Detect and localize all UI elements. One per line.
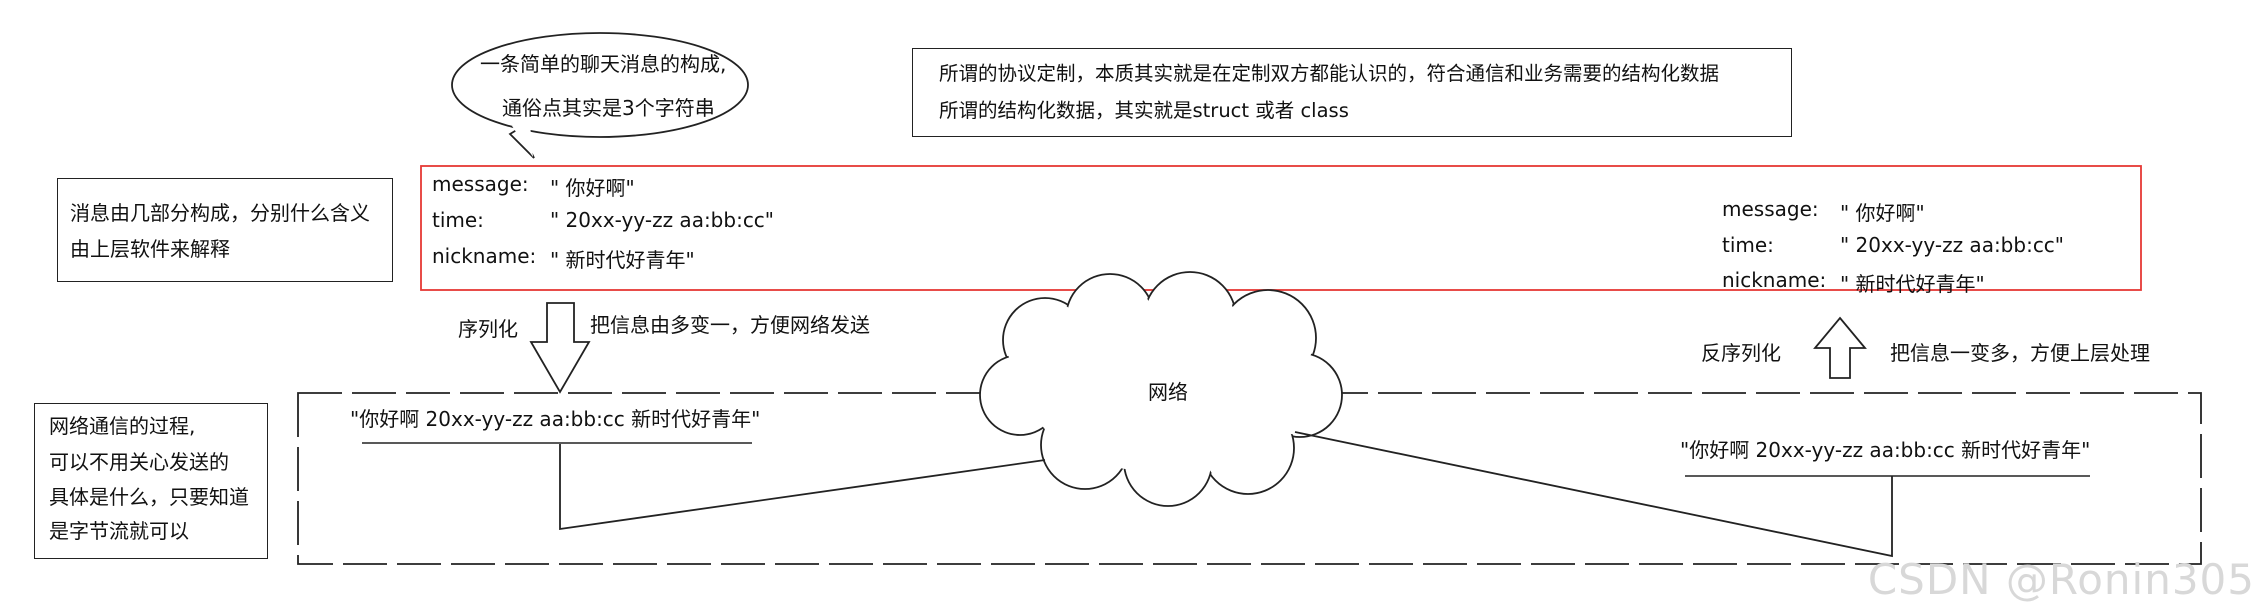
- network-note-line-1: 网络通信的过程,: [49, 414, 196, 438]
- network-label: 网络: [1148, 380, 1188, 404]
- serialize-label: 序列化: [458, 317, 518, 341]
- struct-left-message-value: " 你好啊": [550, 176, 635, 200]
- protocol-note-box: 所谓的协议定制，本质其实就是在定制双方都能认识的，符合通信和业务需要的结构化数据…: [912, 48, 1792, 137]
- struct-right-time-key: time:: [1722, 233, 1774, 257]
- bubble-line-1: 一条简单的聊天消息的构成,: [480, 52, 727, 76]
- struct-right-message-value: " 你好啊": [1840, 201, 1925, 225]
- struct-right-message-key: message:: [1722, 197, 1819, 221]
- network-note-line-4: 是字节流就可以: [49, 519, 189, 543]
- deserialize-arrow-icon: [1813, 316, 1867, 379]
- speech-bubble-ellipse: [451, 32, 749, 138]
- bubble-line-2: 通俗点其实是3个字符串: [502, 96, 715, 120]
- structured-data-box: [420, 165, 2142, 291]
- protocol-note-line-1: 所谓的协议定制，本质其实就是在定制双方都能认识的，符合通信和业务需要的结构化数据: [939, 62, 1720, 85]
- struct-left-nickname-key: nickname:: [432, 244, 537, 268]
- struct-left-message-key: message:: [432, 172, 529, 196]
- deserialize-desc: 把信息一变多，方便上层处理: [1890, 341, 2150, 365]
- watermark: CSDN @Ronin305: [1867, 555, 2255, 604]
- network-note-line-3: 具体是什么，只要知道: [49, 485, 249, 509]
- network-note-line-2: 可以不用关心发送的: [49, 450, 229, 474]
- network-note-box: 网络通信的过程, 可以不用关心发送的 具体是什么，只要知道 是字节流就可以: [34, 403, 268, 559]
- struct-left-time-key: time:: [432, 208, 484, 232]
- bytestream-left: "你好啊 20xx-yy-zz aa:bb:cc 新时代好青年": [350, 407, 761, 431]
- serialize-arrow-icon: [529, 302, 591, 394]
- struct-left-time-value: " 20xx-yy-zz aa:bb:cc": [550, 208, 775, 232]
- protocol-note-line-2: 所谓的结构化数据，其实就是struct 或者 class: [939, 99, 1349, 122]
- bytestream-right: "你好啊 20xx-yy-zz aa:bb:cc 新时代好青年": [1680, 438, 2091, 462]
- struct-right-time-value: " 20xx-yy-zz aa:bb:cc": [1840, 233, 2065, 257]
- message-parts-note-box: 消息由几部分构成，分别什么含义 由上层软件来解释: [57, 178, 393, 282]
- deserialize-label: 反序列化: [1701, 341, 1781, 365]
- struct-right-nickname-value: " 新时代好青年": [1840, 272, 1985, 296]
- struct-right-nickname-key: nickname:: [1722, 268, 1827, 292]
- message-parts-line-1: 消息由几部分构成，分别什么含义: [70, 201, 370, 225]
- transmission-line: [559, 444, 1046, 531]
- transmission-line-out: [1294, 431, 1893, 558]
- serialize-desc: 把信息由多变一，方便网络发送: [590, 313, 870, 337]
- struct-left-nickname-value: " 新时代好青年": [550, 248, 695, 272]
- message-parts-line-2: 由上层软件来解释: [70, 237, 230, 261]
